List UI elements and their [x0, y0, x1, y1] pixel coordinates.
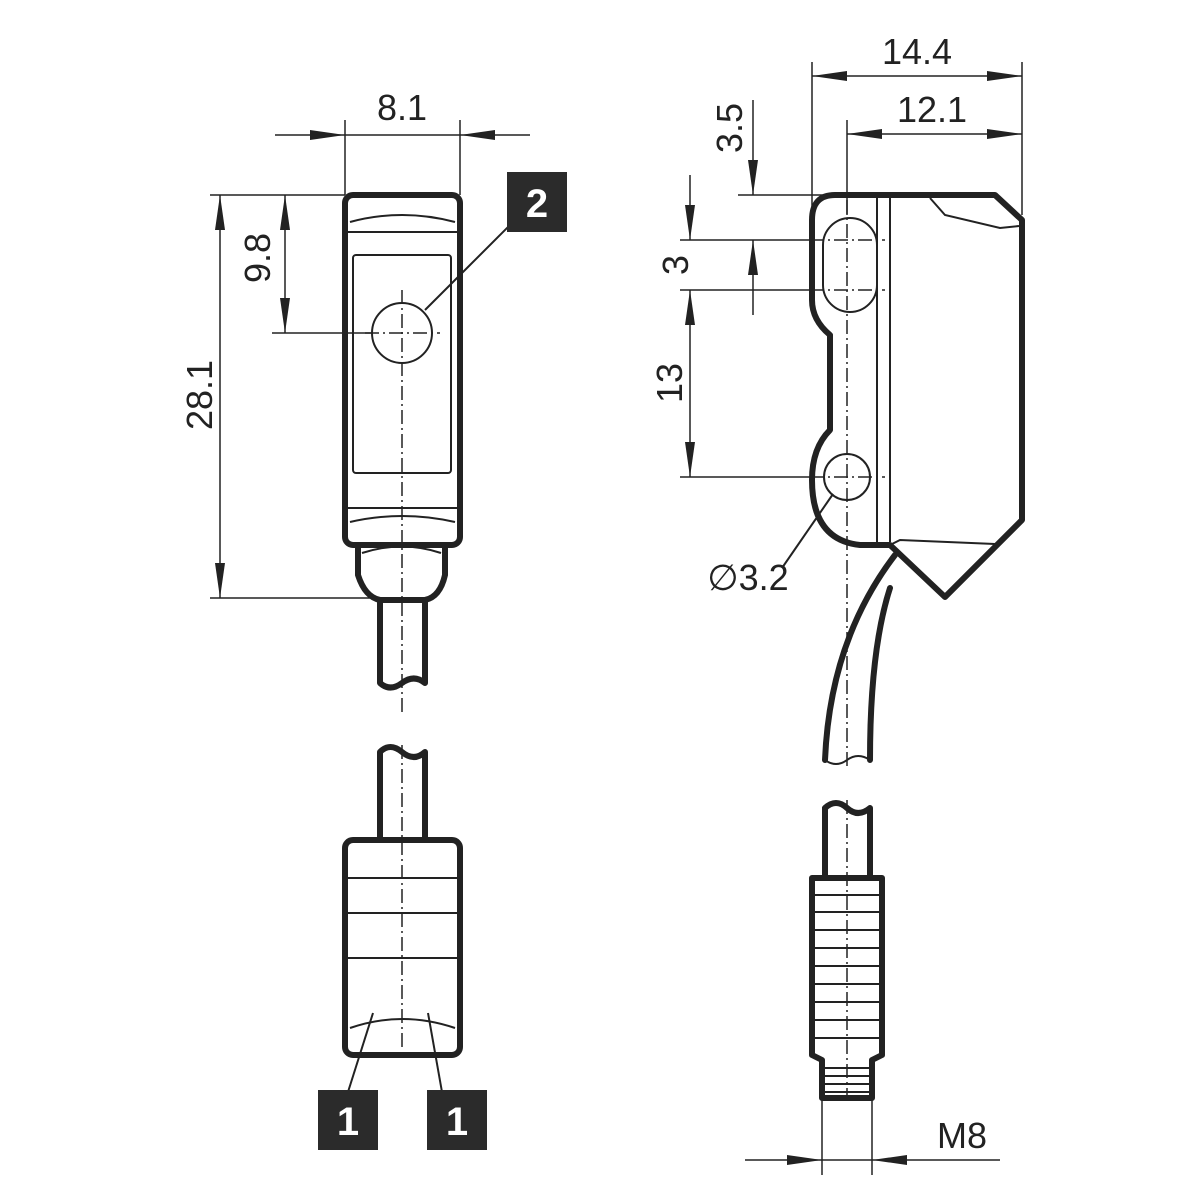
dimension-9-8: [272, 195, 372, 334]
label-28-1: 28.1: [179, 360, 220, 430]
connector-body: [809, 875, 885, 1101]
label-14-4: 14.4: [882, 31, 952, 72]
back-housing: [342, 837, 463, 1058]
label-13: 13: [649, 363, 690, 403]
dimension-28-1: [210, 194, 380, 599]
side-view: [809, 192, 1025, 770]
side-cable: [822, 552, 898, 763]
label-12-1: 12.1: [897, 89, 967, 130]
callout-indicator-left-label: 1: [337, 1100, 359, 1144]
callout-indicator-left: 1: [318, 1090, 378, 1150]
front-cable-gland-band: [361, 545, 442, 554]
dimension-14-4: [811, 62, 1023, 215]
dimension-m8: [745, 1100, 1000, 1175]
front-view: [342, 192, 463, 715]
back-view: [342, 744, 463, 1093]
front-lens-window: [352, 254, 452, 474]
label-3-5: 3.5: [709, 103, 750, 153]
label-hole-diameter: ∅3.2: [707, 557, 788, 598]
label-m8: M8: [937, 1115, 987, 1156]
dimension-3: [680, 175, 810, 315]
callout-lens-label: 2: [526, 182, 548, 226]
front-cable-gland: [355, 542, 448, 603]
front-top-band: [349, 214, 456, 223]
dimension-3-5: [738, 100, 835, 196]
front-housing: [342, 192, 463, 548]
leader-lens: [424, 219, 516, 311]
callout-lens: 2: [507, 172, 567, 232]
side-top-bevel: [929, 197, 1020, 230]
connector-view: [809, 800, 885, 1101]
callout-indicator-right-label: 1: [446, 1100, 468, 1144]
side-bottom-bevel: [889, 538, 996, 546]
side-housing: [809, 192, 1025, 600]
dimension-8-1: [275, 120, 530, 195]
label-9-8: 9.8: [237, 233, 278, 283]
label-3: 3: [655, 255, 696, 275]
leader-led-left: [347, 1012, 374, 1093]
dimension-13: [680, 290, 810, 478]
dimension-12-1: [846, 120, 1022, 215]
leader-hole-diameter: [781, 493, 834, 569]
leader-led-right: [427, 1012, 443, 1093]
label-8-1: 8.1: [377, 87, 427, 128]
callout-indicator-right: 1: [427, 1090, 487, 1150]
mounting-slot: [822, 217, 878, 313]
